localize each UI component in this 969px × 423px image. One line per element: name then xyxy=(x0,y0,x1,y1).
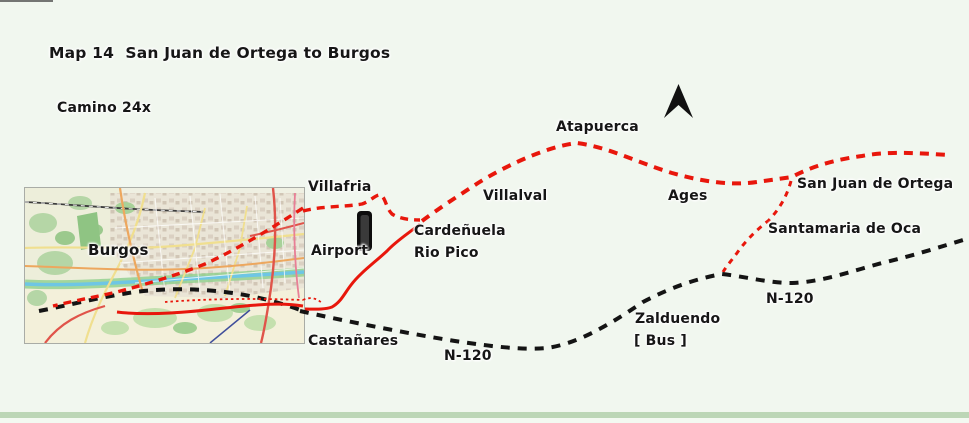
inset-camino-route-dashed xyxy=(52,206,304,308)
place-san-juan-de-ortega: San Juan de Ortega xyxy=(797,176,954,192)
airport-label: Airport xyxy=(311,243,369,259)
place-cardenuela-line1: Cardeñuela xyxy=(414,223,506,239)
inset-map-art xyxy=(25,188,304,343)
north-arrow-icon xyxy=(664,84,693,118)
place-zalduendo: Zalduendo xyxy=(635,311,721,327)
place-cardenuela-line2: Rio Pico xyxy=(414,245,479,261)
place-burgos: Burgos xyxy=(88,241,149,259)
place-atapuerca: Atapuerca xyxy=(556,119,639,135)
place-villafria: Villafria xyxy=(308,179,372,195)
road-label-n120-east: N-120 xyxy=(766,291,814,307)
burgos-inset-map xyxy=(24,187,305,344)
footer-strip xyxy=(0,412,969,418)
santamaria-branch-route-dotted xyxy=(721,180,793,273)
red-dotted-fragment xyxy=(302,297,324,305)
n120-road-dashed xyxy=(299,238,964,351)
place-ages: Ages xyxy=(668,188,708,204)
camino-route-dashed xyxy=(420,140,949,223)
camino-ref-label: Camino 24x xyxy=(57,100,152,116)
place-santamaria-de-oca: Santamaria de Oca xyxy=(768,221,922,237)
border-fragment xyxy=(0,0,53,2)
inset-red-dotted-variant xyxy=(164,298,304,303)
footer-margin xyxy=(0,418,969,423)
place-villalval: Villalval xyxy=(483,188,548,204)
red-road-solid xyxy=(304,222,421,311)
map-title: Map 14 San Juan de Ortega to Burgos xyxy=(49,44,391,62)
villafria-link-route-dashed xyxy=(302,193,421,222)
zalduendo-bus-note: [ Bus ] xyxy=(634,333,687,349)
place-castanares: Castañares xyxy=(308,333,399,349)
inset-red-road xyxy=(116,302,304,316)
road-label-n120-west: N-120 xyxy=(444,348,492,364)
airport-runway-icon xyxy=(357,211,372,251)
